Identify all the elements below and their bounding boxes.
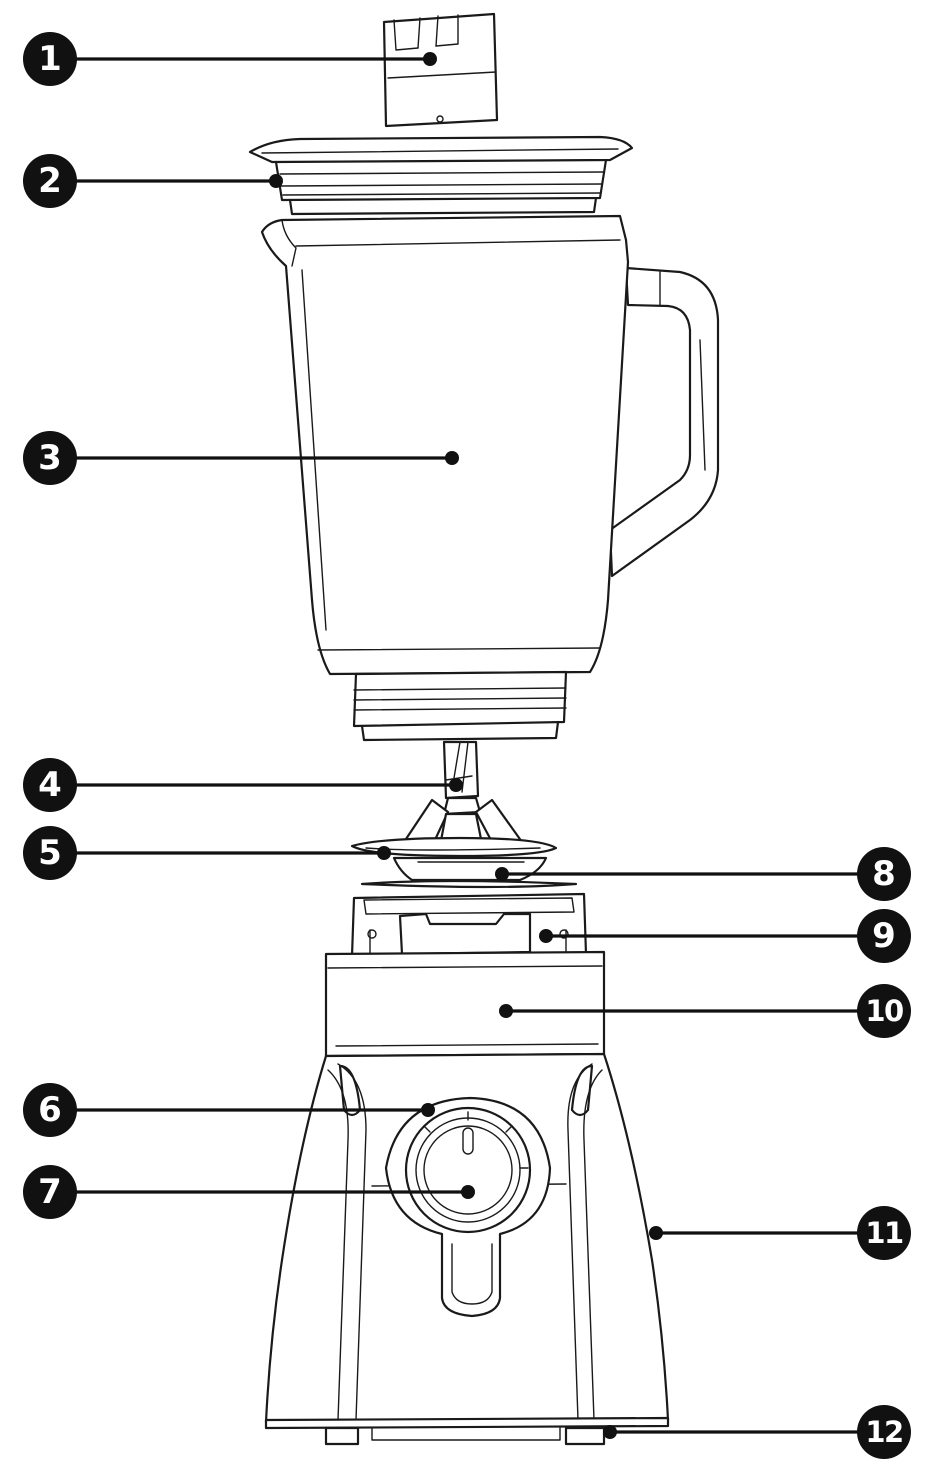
badge-label-8: 8 (872, 854, 896, 894)
motor-collar-drawing (324, 950, 606, 1058)
callout-3: 3 (23, 431, 459, 485)
leader-dot-3 (445, 451, 459, 465)
leader-dot-11 (649, 1226, 663, 1240)
callout-7: 7 (23, 1165, 475, 1219)
leader-dot-8 (495, 867, 509, 881)
badge-label-12: 12 (865, 1415, 902, 1449)
badge-label-10: 10 (865, 994, 903, 1028)
badge-4 (23, 758, 77, 812)
callout-6: 6 (23, 1083, 435, 1137)
badge-label-5: 5 (38, 833, 62, 873)
feet-drawing (264, 1416, 670, 1446)
leader-dot-7 (461, 1185, 475, 1199)
lid-drawing (248, 135, 634, 216)
callout-2: 2 (23, 154, 283, 208)
callout-10: 10 (499, 984, 911, 1038)
measuring-cap-drawing (382, 12, 499, 128)
badge-2 (23, 154, 77, 208)
jar-drawing (260, 214, 720, 742)
leader-dot-9 (539, 929, 553, 943)
badge-11 (857, 1206, 911, 1260)
badge-label-7: 7 (38, 1172, 62, 1212)
callout-1: 1 (23, 32, 437, 86)
leader-dot-5 (377, 846, 391, 860)
badge-8 (857, 847, 911, 901)
callout-5: 5 (23, 826, 391, 880)
badge-1 (23, 32, 77, 86)
drive-coupling-drawing (350, 892, 588, 958)
callout-8: 8 (495, 847, 911, 901)
badge-label-9: 9 (872, 916, 896, 956)
badge-5 (23, 826, 77, 880)
leader-dot-1 (423, 52, 437, 66)
leader-dot-6 (421, 1103, 435, 1117)
callout-9: 9 (539, 909, 911, 963)
callout-4: 4 (23, 758, 463, 812)
badge-label-4: 4 (38, 765, 62, 805)
leader-dot-10 (499, 1004, 513, 1018)
leader-dot-12 (603, 1425, 617, 1439)
badge-label-11: 11 (865, 1216, 903, 1250)
leader-dot-2 (269, 174, 283, 188)
speed-control-knob[interactable] (404, 1106, 532, 1234)
badge-3 (23, 431, 77, 485)
callout-11: 11 (649, 1206, 911, 1260)
leader-dot-4 (449, 778, 463, 792)
badge-9 (857, 909, 911, 963)
badge-10 (857, 984, 911, 1038)
blade-assembly-drawing (402, 740, 524, 848)
callout-layer: 1 2 3 4 5 6 (23, 32, 911, 1459)
badge-6 (23, 1083, 77, 1137)
badge-12 (857, 1405, 911, 1459)
badge-label-1: 1 (38, 39, 62, 79)
badge-label-6: 6 (38, 1090, 62, 1130)
badge-label-2: 2 (38, 161, 62, 201)
badge-label-3: 3 (38, 438, 62, 478)
callout-12: 12 (603, 1405, 911, 1459)
badge-7 (23, 1165, 77, 1219)
